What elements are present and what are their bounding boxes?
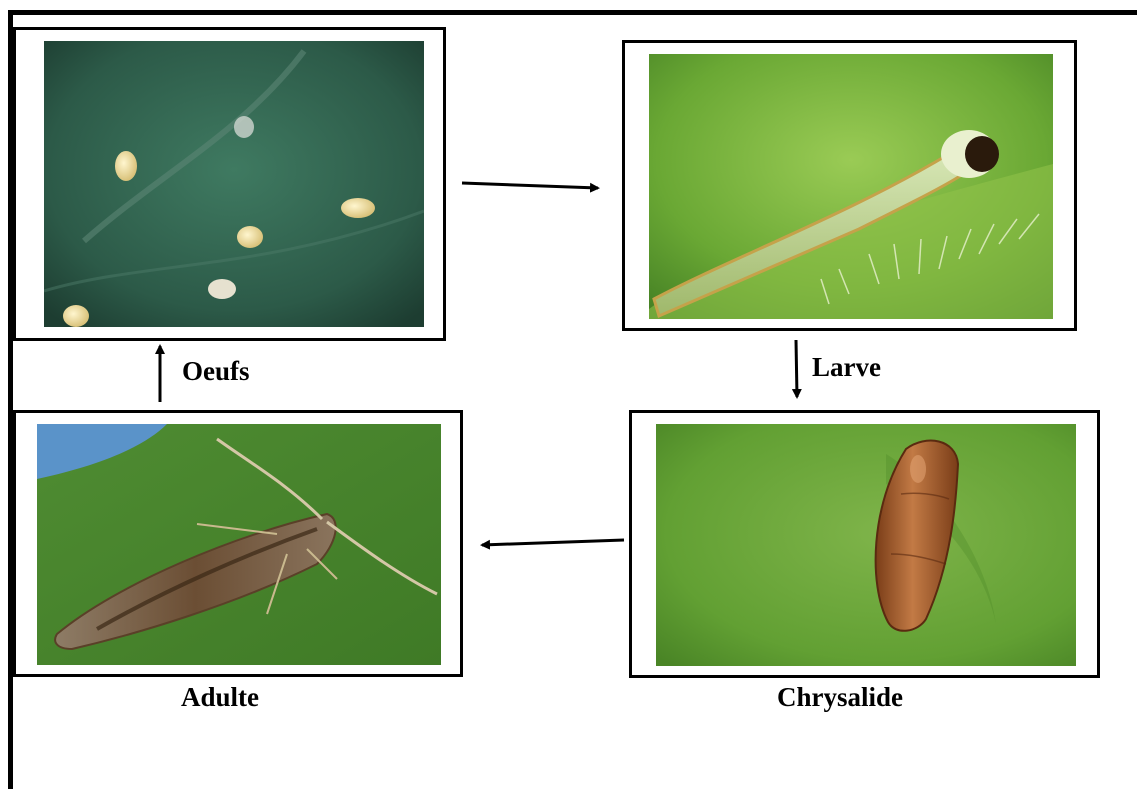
pupa-on-leaf-photo (656, 424, 1076, 666)
eggs-stage-box (13, 27, 446, 341)
arrow-larva-to-pupa (796, 340, 797, 397)
larva-stage-box (622, 40, 1077, 331)
frame-top-border (8, 10, 1137, 15)
adult-moth-on-leaf-photo (37, 424, 441, 665)
arrow-pupa-to-adult (482, 540, 624, 545)
pupa-label: Chrysalide (777, 682, 903, 713)
pupa-stage-box (629, 410, 1100, 678)
larva-on-leaf-photo (649, 54, 1053, 319)
adult-label: Adulte (181, 682, 259, 713)
eggs-label: Oeufs (182, 356, 250, 387)
adult-stage-box (13, 410, 463, 677)
moth-eggs-on-leaf-photo (44, 41, 424, 327)
larva-label: Larve (812, 352, 881, 383)
arrow-eggs-to-larva (462, 183, 598, 188)
